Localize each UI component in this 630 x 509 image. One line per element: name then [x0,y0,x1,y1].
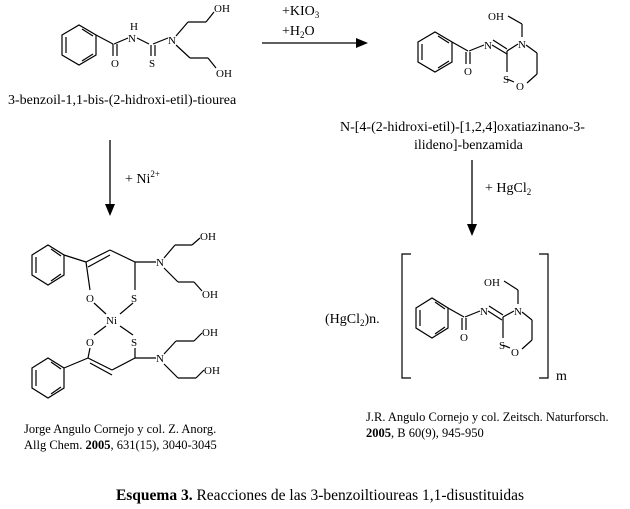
atom-N: N [168,35,176,47]
atom-O: O [86,293,94,305]
figure-caption: Esquema 3. Reacciones de las 3-benzoilti… [116,487,524,504]
structure-mercury-polymer: O N N S O OH [401,253,549,379]
reference-nickel-line1: Jorge Angulo Cornejo y col. Z. Anorg. [24,422,216,436]
atom-OH: OH [214,3,230,15]
atom-S: S [131,293,137,305]
compound-name-thiourea: 3-benzoil-1,1-bis-(2-hidroxi-etil)-tiour… [8,93,237,108]
atom-S: S [499,340,505,352]
reagent-h2o: +H2O [282,24,315,40]
atom-S: S [131,337,137,349]
structure-nickel-complex: O S Ni O S N N OH OH OH OH [31,231,220,399]
compound-name-line2: ilideno]-benzamida [414,138,524,153]
atom-N: N [480,306,488,318]
atom-O: O [516,81,524,93]
arrow-mercury [467,160,477,236]
atom-O: O [111,58,119,70]
atom-OH: OH [202,289,218,301]
atom-OH: OH [204,365,220,377]
structure-oxathiazinane: O N N S O OH [417,11,538,93]
atom-OH: OH [216,68,232,80]
mercury-prefix: (HgCl2)n. [325,312,380,328]
reagent-nickel: + Ni2+ [125,169,160,187]
atom-N: N [518,39,526,51]
arrow-oxidation [262,38,368,48]
atom-N: N [484,40,492,52]
mercury-subscript: m [556,369,567,384]
atom-N: N [128,33,136,45]
atom-OH: OH [200,231,216,243]
reference-mercury-line2: 2005, B 60(9), 945-950 [366,426,484,440]
atom-S: S [149,58,155,70]
atom-H: H [130,21,138,33]
atom-OH: OH [202,327,218,339]
compound-name-line1: N-[4-(2-hidroxi-etil)-[1,2,4]oxatiazinan… [340,120,585,135]
reagent-hgcl2: + HgCl2 [485,181,531,197]
structure-thiourea: O N H S N OH OH [61,3,232,80]
atom-N: N [156,257,164,269]
atom-N: N [514,306,522,318]
atom-OH: OH [488,11,504,23]
atom-O: O [511,347,519,359]
reference-mercury-line1: J.R. Angulo Cornejo y col. Zeitsch. Natu… [366,410,609,424]
atom-S: S [503,74,509,86]
atom-Ni: Ni [106,315,117,327]
reference-nickel-line2: Allg Chem. 2005, 631(15), 3040-3045 [24,438,217,452]
arrow-nickel [105,140,115,216]
atom-O: O [464,66,472,78]
atom-O: O [460,332,468,344]
atom-O: O [86,337,94,349]
atom-OH: OH [484,277,500,289]
reagent-kio3: +KIO3 [282,4,320,20]
atom-N: N [156,353,164,365]
